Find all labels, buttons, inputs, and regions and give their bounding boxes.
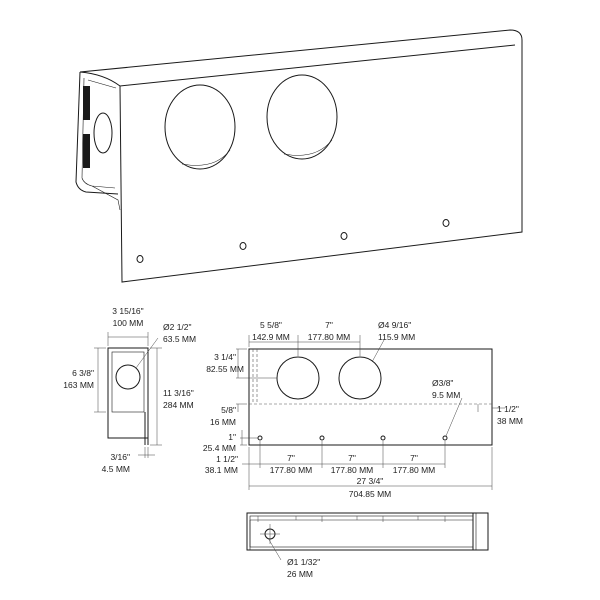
spacing-1-in: 7" [287, 453, 295, 463]
end-height-in: 6 3/8" [72, 368, 94, 378]
small-hole-in: Ø3/8" [432, 378, 453, 388]
iso-small-hole-4 [442, 219, 450, 227]
iso-left-end [75, 71, 119, 195]
end-depth-in: 11 3/16" [163, 388, 194, 398]
end-width-in: 3 15/16" [112, 306, 143, 316]
total-length-mm: 704.85 MM [349, 489, 392, 499]
end-outer [107, 347, 149, 439]
left-margin-mm: 38.1 MM [205, 465, 238, 475]
front-big-hole-1 [276, 356, 320, 400]
end-inner [111, 351, 145, 413]
end-height-mm: 163 MM [63, 380, 94, 390]
edge-to-hole-mm: 142.9 MM [252, 332, 290, 342]
front-small-hole-3 [380, 435, 386, 441]
iso-left-inner-top [87, 79, 117, 89]
end-depth-mm: 284 MM [163, 400, 194, 410]
iso-big-hole-1-inner [181, 149, 231, 166]
iso-big-hole-2-inner [283, 139, 333, 156]
front-small-hole-1 [257, 435, 263, 441]
spacing-2-mm: 177.80 MM [331, 465, 374, 475]
end-width-mm: 100 MM [113, 318, 144, 328]
hole-spacing-mm: 177.80 MM [308, 332, 351, 342]
spacing-3-mm: 177.80 MM [393, 465, 436, 475]
iso-small-hole-3 [340, 232, 348, 240]
bottom-inner [249, 515, 474, 548]
iso-flange [91, 185, 121, 211]
iso-big-hole-1 [164, 84, 236, 170]
iso-small-hole-2 [239, 242, 247, 250]
spacing-2-in: 7" [348, 453, 356, 463]
front-view: 5 5/8" 142.9 MM 7" 177.80 MM Ø4 9/16" 11… [203, 320, 523, 499]
front-small-hole-4 [442, 435, 448, 441]
end-thick-mm: 4.5 MM [102, 464, 130, 474]
front-big-hole-2 [338, 356, 382, 400]
lip-in: 5/8" [221, 405, 236, 415]
end-view: 3 15/16" 100 MM Ø2 1/2" 63.5 MM 6 3/8" 1… [63, 306, 196, 474]
iso-big-hole-2 [266, 74, 338, 160]
bottom-outline [246, 512, 489, 551]
iso-left-inner [81, 77, 116, 189]
bottom-offset-mm: 25.4 MM [203, 443, 236, 453]
iso-top-fold [79, 44, 516, 87]
iso-left-slot-bottom [83, 134, 90, 168]
end-hole-in: Ø2 1/2" [163, 322, 192, 332]
big-hole-in: Ø4 9/16" [378, 320, 411, 330]
hole-height-in: 3 1/4" [214, 352, 236, 362]
spacing-3-in: 7" [410, 453, 418, 463]
hole-spacing-in: 7" [325, 320, 333, 330]
small-hole-mm: 9.5 MM [432, 390, 460, 400]
end-hole [115, 364, 141, 390]
isometric-view [75, 29, 523, 283]
right-margin-mm: 38 MM [497, 416, 523, 426]
iso-small-hole-1 [136, 255, 144, 263]
hole-height-mm: 82.55 MM [206, 364, 244, 374]
front-small-hole-2 [319, 435, 325, 441]
bottom-view: Ø1 1/32" 26 MM [246, 512, 489, 579]
front-outline [248, 348, 493, 446]
end-hole-mm: 63.5 MM [163, 334, 196, 344]
spacing-1-mm: 177.80 MM [270, 465, 313, 475]
end-thick-in: 3/16" [110, 452, 130, 462]
right-margin-in: 1 1/2" [497, 404, 519, 414]
iso-left-slot-top [83, 86, 90, 120]
bottom-offset-in: 1" [228, 432, 236, 442]
edge-to-hole-in: 5 5/8" [260, 320, 282, 330]
iso-top-edge [79, 29, 523, 73]
bottom-hole-in: Ø1 1/32" [287, 557, 320, 567]
lip-mm: 16 MM [210, 417, 236, 427]
bottom-hole-mm: 26 MM [287, 569, 313, 579]
iso-end-hole [93, 112, 113, 154]
left-margin-in: 1 1/2" [216, 454, 238, 464]
total-length-in: 27 3/4" [357, 476, 384, 486]
iso-front-face [119, 40, 523, 283]
big-hole-mm: 115.9 MM [378, 332, 415, 342]
